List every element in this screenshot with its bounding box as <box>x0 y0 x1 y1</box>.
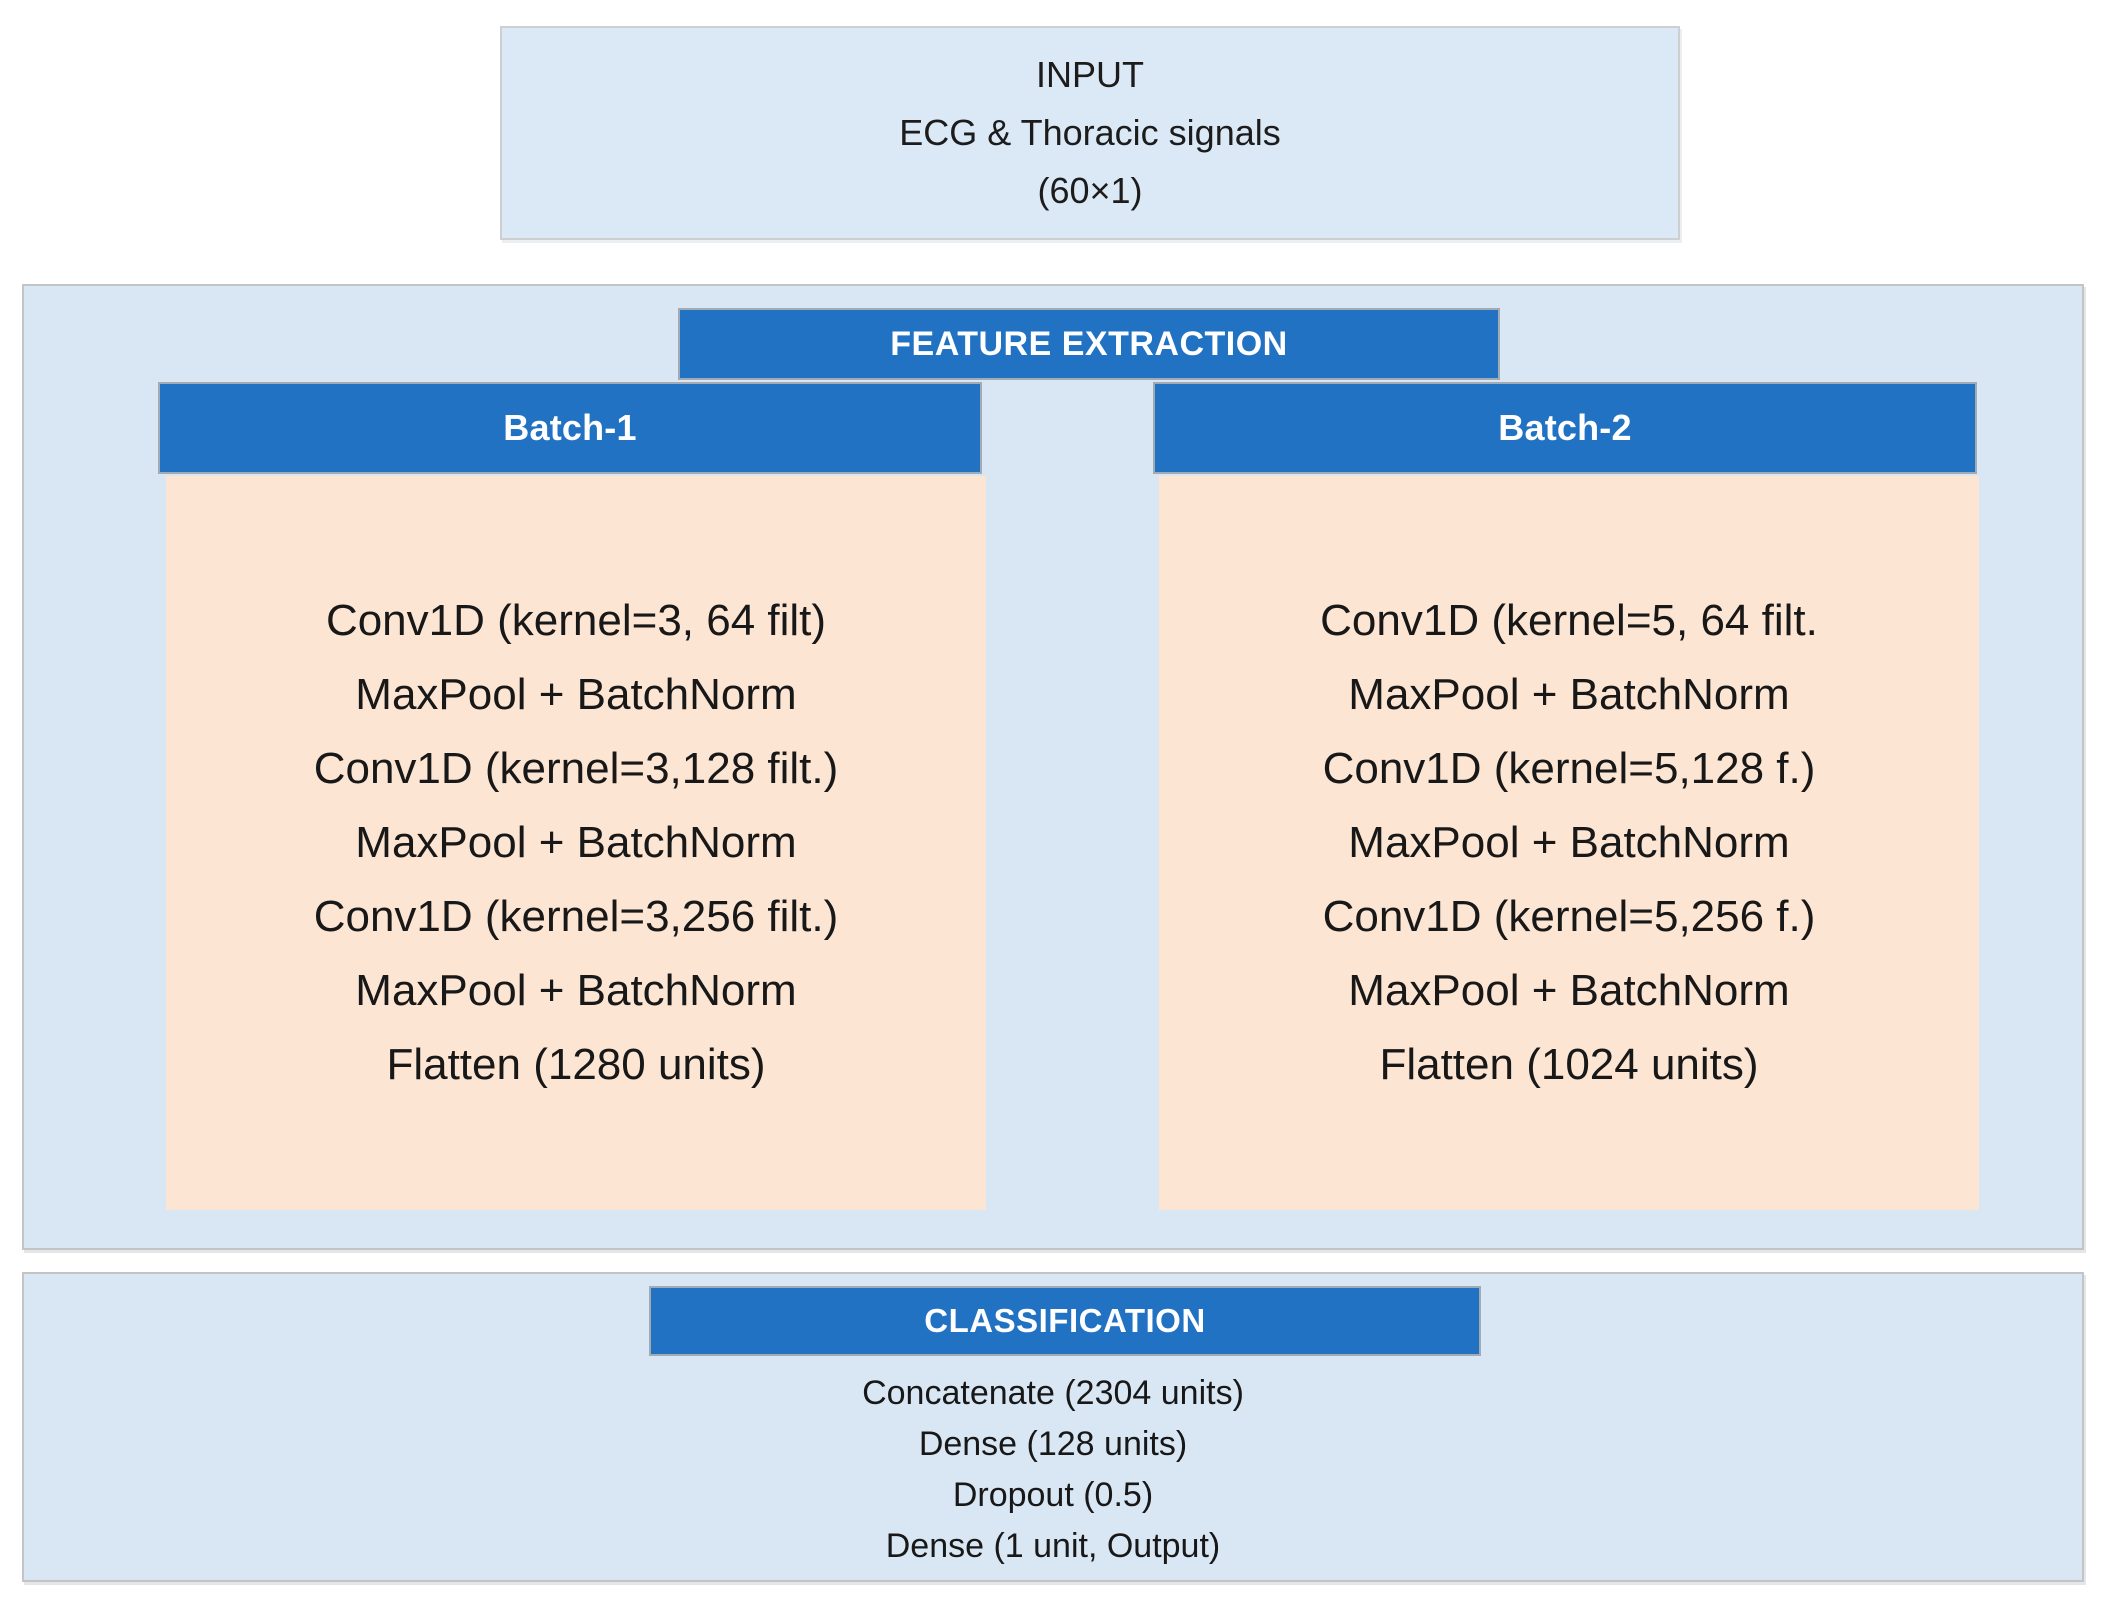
batch-2-header: Batch-2 <box>1153 382 1977 474</box>
batch-2-layer: MaxPool + BatchNorm <box>1348 966 1790 1015</box>
feature-extraction-header: FEATURE EXTRACTION <box>678 308 1500 380</box>
classification-layer: Dense (1 unit, Output) <box>885 1527 1221 1565</box>
batch-2-layer: Conv1D (kernel=5, 64 filt. <box>1320 596 1818 645</box>
classification-header-label: CLASSIFICATION <box>924 1302 1206 1339</box>
batch-2-layer: MaxPool + BatchNorm <box>1348 818 1790 867</box>
classification-layer: Dropout (0.5) <box>952 1476 1154 1514</box>
feature-extraction-header-label: FEATURE EXTRACTION <box>890 324 1288 363</box>
batch-1-header-label: Batch-1 <box>503 407 637 448</box>
batch-1-layer: Conv1D (kernel=3,256 filt.) <box>313 892 839 941</box>
classification-layers: Concatenate (2304 units) Dense (128 unit… <box>24 1368 2082 1576</box>
batch-2-layer: MaxPool + BatchNorm <box>1348 670 1790 719</box>
batch-1-header: Batch-1 <box>158 382 982 474</box>
input-shape: (60×1) <box>1037 170 1143 211</box>
classification-header: CLASSIFICATION <box>649 1286 1481 1356</box>
batch-1-layer: Conv1D (kernel=3, 64 filt) <box>325 596 827 645</box>
batch-1-layer: Conv1D (kernel=3,128 filt.) <box>313 744 839 793</box>
batch-2-layer: Flatten (1024 units) <box>1379 1040 1759 1089</box>
batch-2-layer: Conv1D (kernel=5,128 f.) <box>1322 744 1816 793</box>
batch-1-layers-box: Conv1D (kernel=3, 64 filt) MaxPool + Bat… <box>166 476 986 1210</box>
input-block: INPUT ECG & Thoracic signals (60×1) <box>500 26 1680 240</box>
batch-2-layers-box: Conv1D (kernel=5, 64 filt. MaxPool + Bat… <box>1159 476 1979 1210</box>
classification-panel: CLASSIFICATION Concatenate (2304 units) … <box>22 1272 2084 1582</box>
batch-1-layer: MaxPool + BatchNorm <box>355 818 797 867</box>
classification-layer: Dense (128 units) <box>918 1425 1188 1463</box>
input-title: INPUT <box>1036 54 1144 95</box>
input-subtitle: ECG & Thoracic signals <box>899 112 1281 153</box>
batch-2-layer: Conv1D (kernel=5,256 f.) <box>1322 892 1816 941</box>
batch-1-layer: MaxPool + BatchNorm <box>355 966 797 1015</box>
batch-2-header-label: Batch-2 <box>1498 407 1632 448</box>
batch-1-layer: Flatten (1280 units) <box>386 1040 766 1089</box>
feature-extraction-panel: FEATURE EXTRACTION Batch-1 Conv1D (kerne… <box>22 284 2084 1250</box>
classification-layer: Concatenate (2304 units) <box>862 1374 1244 1412</box>
batch-1-layer: MaxPool + BatchNorm <box>355 670 797 719</box>
